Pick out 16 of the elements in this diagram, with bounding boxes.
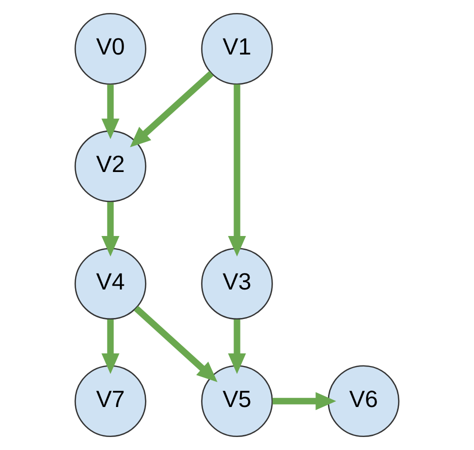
arrow (228, 319, 246, 374)
node-circle: V1 (201, 12, 273, 85)
arrow (101, 84, 120, 140)
arrow (228, 84, 246, 257)
node-circle: V3 (201, 248, 273, 320)
node-circle: V4 (74, 248, 146, 320)
node-circle: V7 (74, 365, 146, 438)
arrow (134, 306, 218, 382)
arrow (101, 319, 120, 374)
node-circle: V5 (201, 365, 273, 438)
arrow (101, 202, 120, 257)
node-circle: V2 (74, 130, 146, 202)
arrow (130, 71, 214, 148)
node-circle: V6 (328, 365, 400, 438)
arrow (272, 392, 336, 410)
node-circle: V0 (74, 12, 146, 85)
